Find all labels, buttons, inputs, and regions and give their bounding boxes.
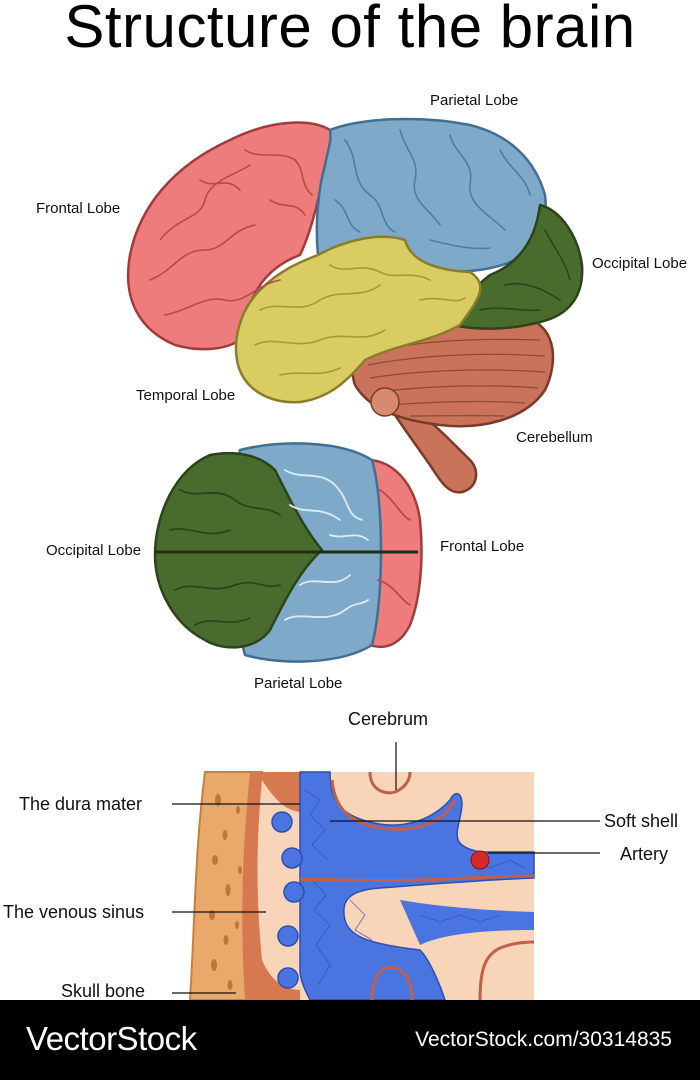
parietal-top-gyri xyxy=(284,469,369,621)
occipital-lobe-top xyxy=(153,451,324,649)
frontal-gyri xyxy=(149,149,313,316)
cerebellum-folia xyxy=(367,338,546,417)
temporal-lobe-side xyxy=(234,235,482,404)
vessel-branch-lower xyxy=(400,900,534,945)
brain-diagram xyxy=(126,117,600,1000)
pons xyxy=(370,387,400,417)
label-artery: Artery xyxy=(620,844,669,864)
top-view-brain xyxy=(153,442,423,663)
frontal-top-gyri xyxy=(377,489,411,606)
label-cerebellum: Cerebellum xyxy=(516,429,593,446)
artery-dot xyxy=(470,850,490,870)
label-occipital-lobe-side: Occipital Lobe xyxy=(592,255,688,272)
label-frontal-lobe-top: Frontal Lobe xyxy=(440,538,525,555)
label-cerebrum: Cerebrum xyxy=(348,709,429,729)
bone-pores xyxy=(209,794,242,990)
page-title: Structure of the brain xyxy=(64,0,636,60)
cortex-outline xyxy=(299,771,535,1000)
label-soft-shell: Soft shell xyxy=(604,811,679,831)
vectorstock-brand: VectorStock xyxy=(26,1020,197,1057)
watermark-bar: VectorStock VectorStock.com/30314835 xyxy=(0,1000,700,1080)
arachnoid-vessels xyxy=(299,771,535,1000)
label-dura-mater: The dura mater xyxy=(19,794,143,814)
label-frontal-lobe-side: Frontal Lobe xyxy=(36,200,121,217)
image-id: VectorStock.com/30314835 xyxy=(415,1028,672,1051)
occipital-gyri xyxy=(479,229,571,312)
label-skull-bone: Skull bone xyxy=(61,981,146,1001)
label-parietal-lobe-side: Parietal Lobe xyxy=(430,92,519,109)
label-leaders xyxy=(172,742,600,994)
brain-stem xyxy=(393,398,478,494)
parietal-gyri xyxy=(334,129,531,250)
label-temporal-lobe-side: Temporal Lobe xyxy=(136,387,236,404)
side-view-brain xyxy=(126,117,584,494)
label-venous-sinus: The venous sinus xyxy=(3,902,145,922)
arachnoid-granulations xyxy=(271,811,305,989)
label-occipital-lobe-top: Occipital Lobe xyxy=(46,542,142,559)
label-parietal-lobe-top: Parietal Lobe xyxy=(254,675,343,692)
meninges-cross-section xyxy=(172,742,600,1000)
occipital-lobe-side xyxy=(456,203,584,330)
temporal-gyri xyxy=(254,264,466,376)
occipital-top-gyri xyxy=(169,489,281,626)
